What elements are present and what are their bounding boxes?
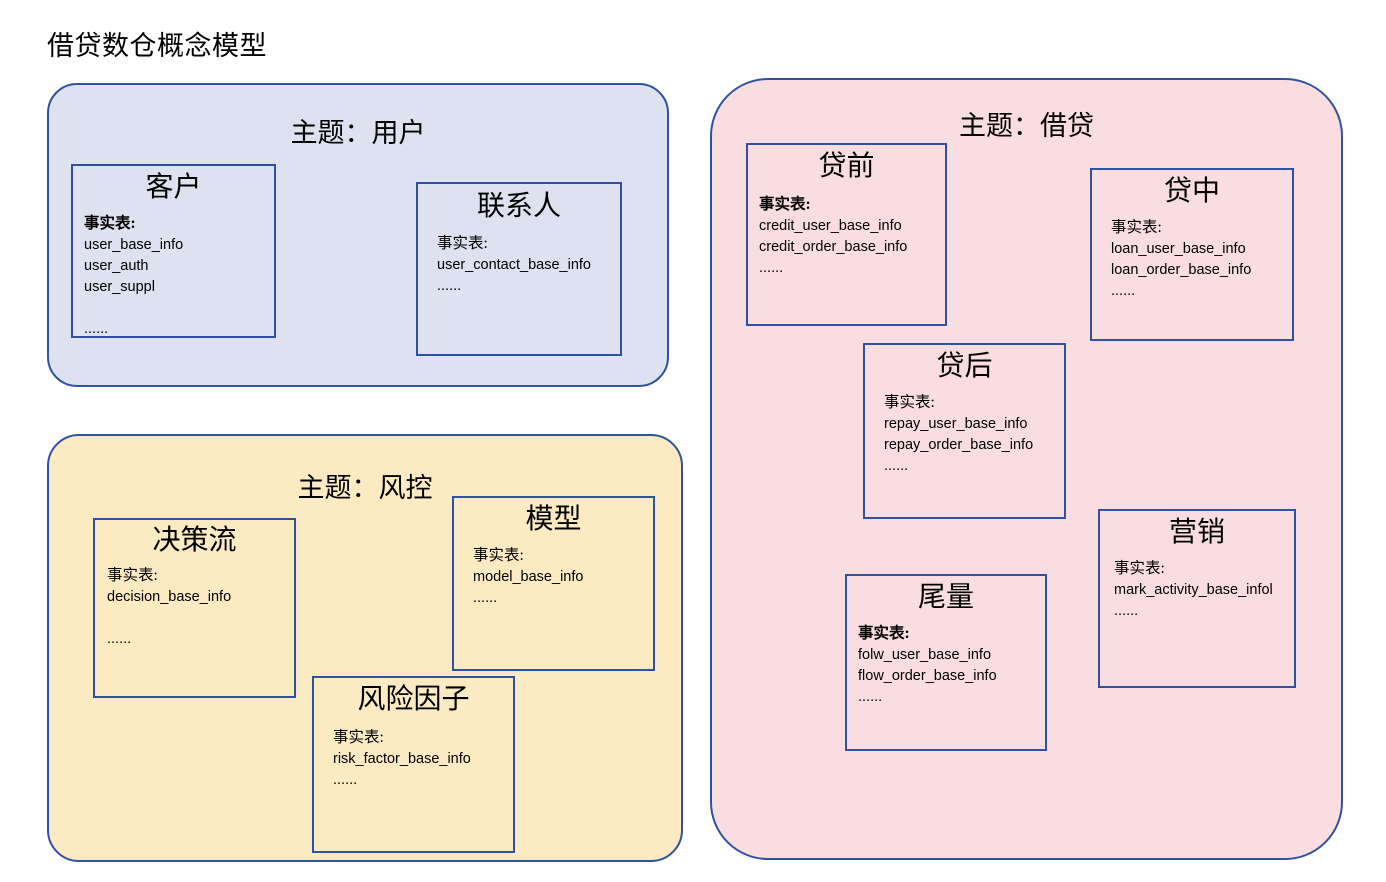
fact-table-list-customer: user_base_info user_auth user_suppl ....… (84, 236, 184, 337)
entity-body-marketing: 事实表: mark_activity_base_infol ...... (1114, 559, 1286, 622)
entity-box-post-loan[interactable]: 贷后 事实表: repay_user_base_info repay_order… (863, 343, 1066, 519)
fact-table-label-pre-loan: 事实表: (759, 196, 811, 213)
entity-title-in-loan: 贷中 (1163, 176, 1220, 207)
fact-table-list-decision-flow: decision_base_info ...... (107, 588, 232, 647)
entity-body-model: 事实表: model_base_info ...... (473, 546, 647, 609)
entity-box-tail-volume[interactable]: 尾量 事实表: folw_user_base_info flow_order_b… (845, 574, 1047, 751)
entity-box-in-loan[interactable]: 贷中 事实表: loan_user_base_info loan_order_b… (1090, 168, 1294, 341)
entity-box-pre-loan[interactable]: 贷前 事实表: credit_user_base_info credit_ord… (746, 143, 947, 326)
entity-body-contact: 事实表: user_contact_base_info ...... (437, 234, 612, 297)
entity-box-risk-factor[interactable]: 风险因子 事实表: risk_factor_base_info ...... (312, 676, 515, 853)
entity-title-tail-volume: 尾量 (917, 582, 974, 613)
fact-table-list-tail-volume: folw_user_base_info flow_order_base_info… (858, 646, 997, 705)
fact-table-list-marketing: mark_activity_base_infol ...... (1114, 581, 1273, 619)
entity-title-model: 模型 (525, 504, 582, 535)
entity-title-post-loan: 贷后 (936, 351, 993, 382)
fact-table-list-pre-loan: credit_user_base_info credit_order_base_… (759, 217, 908, 276)
fact-table-label-marketing: 事实表: (1114, 560, 1165, 577)
entity-box-model[interactable]: 模型 事实表: model_base_info ...... (452, 496, 655, 671)
fact-table-label-model: 事实表: (473, 547, 524, 564)
fact-table-list-in-loan: loan_user_base_info loan_order_base_info… (1111, 240, 1252, 299)
fact-table-label-customer: 事实表: (84, 215, 136, 232)
entity-box-decision-flow[interactable]: 决策流 事实表: decision_base_info ...... (93, 518, 296, 698)
entity-body-tail-volume: 事实表: folw_user_base_info flow_order_base… (858, 624, 1039, 708)
subject-panel-user-title: 主题：用户 (290, 118, 426, 148)
entity-box-marketing[interactable]: 营销 事实表: mark_activity_base_infol ...... (1098, 509, 1296, 688)
entity-title-customer: 客户 (145, 172, 202, 203)
entity-title-marketing: 营销 (1168, 517, 1225, 548)
entity-body-decision-flow: 事实表: decision_base_info ...... (107, 566, 288, 650)
entity-body-post-loan: 事实表: repay_user_base_info repay_order_ba… (884, 393, 1058, 477)
fact-table-list-contact: user_contact_base_info ...... (437, 256, 591, 294)
subject-panel-loan: 主题：借贷 (710, 78, 1343, 860)
page-title: 借贷数仓概念模型 (47, 31, 267, 61)
entity-title-pre-loan: 贷前 (818, 151, 875, 182)
fact-table-list-model: model_base_info ...... (473, 568, 584, 606)
entity-body-in-loan: 事实表: loan_user_base_info loan_order_base… (1111, 218, 1286, 302)
entity-title-contact: 联系人 (476, 191, 561, 222)
fact-table-list-post-loan: repay_user_base_info repay_order_base_in… (884, 415, 1034, 474)
subject-panel-loan-title: 主题：借贷 (959, 111, 1094, 141)
entity-body-customer: 事实表: user_base_info user_auth user_suppl… (84, 214, 268, 337)
entity-title-decision-flow: 决策流 (152, 525, 237, 556)
fact-table-list-risk-factor: risk_factor_base_info ...... (333, 750, 471, 788)
fact-table-label-post-loan: 事实表: (884, 394, 935, 411)
fact-table-label-risk-factor: 事实表: (333, 729, 384, 746)
fact-table-label-in-loan: 事实表: (1111, 219, 1162, 236)
entity-box-customer[interactable]: 客户 事实表: user_base_info user_auth user_su… (71, 164, 276, 338)
fact-table-label-contact: 事实表: (437, 235, 488, 252)
fact-table-label-tail-volume: 事实表: (858, 625, 910, 642)
subject-panel-risk-title: 主题：风控 (297, 473, 433, 503)
entity-box-contact[interactable]: 联系人 事实表: user_contact_base_info ...... (416, 182, 622, 356)
entity-body-risk-factor: 事实表: risk_factor_base_info ...... (333, 728, 507, 791)
fact-table-label-decision-flow: 事实表: (107, 567, 158, 584)
entity-body-pre-loan: 事实表: credit_user_base_info credit_order_… (759, 195, 939, 279)
subject-panel-risk: 主题：风控 (47, 434, 683, 862)
entity-title-risk-factor: 风险因子 (357, 684, 470, 715)
